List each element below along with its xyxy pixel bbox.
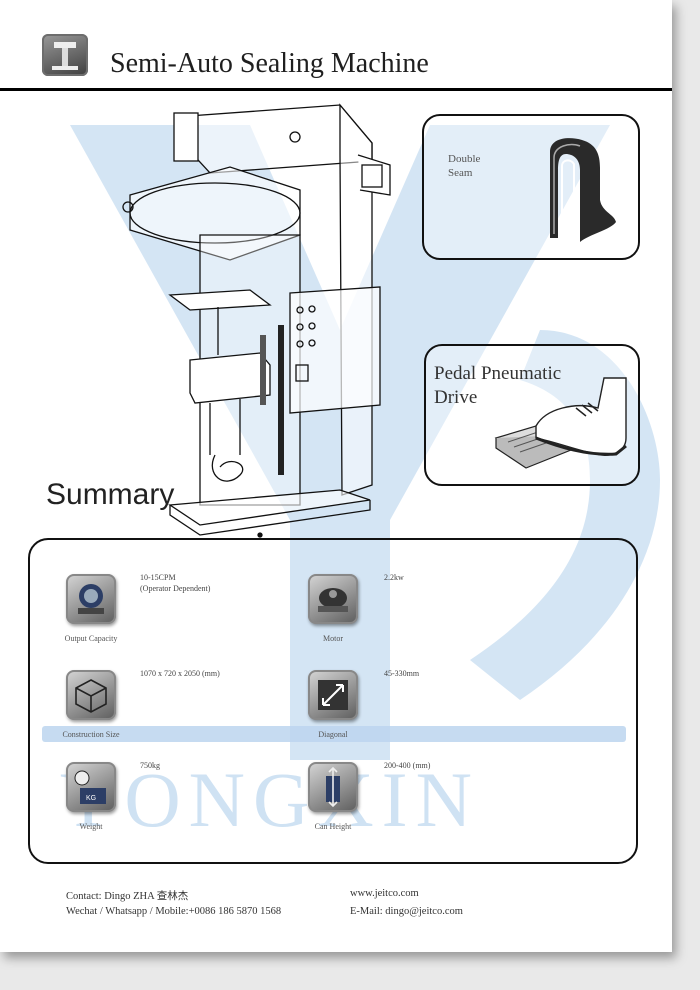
document-page: YONGXIN Semi-Auto Sealing Machine [0,0,672,952]
foot-pedal-icon [494,377,627,469]
double-seam-callout: Double Seam [422,114,640,260]
spec-value-can-height: 200-400 (mm) [384,761,431,770]
spec-value-line2: (Operator Dependent) [140,584,211,593]
watermark-text: YONGXIN [60,756,480,843]
double-seam-icon [550,138,616,242]
svg-text:KG: KG [86,795,96,802]
spec-caption-can-height: Can Height [314,822,352,831]
footer-contact: Contact: Dingo ZHA 查林杰 [66,891,189,902]
spec-value-diagonal: 45-330mm [384,669,420,678]
machine-logo-icon [42,34,88,76]
spec-value-line1: 10-15CPM [140,573,176,582]
spec-caption-output-capacity: Output Capacity [64,634,118,643]
scale-icon: KG [66,762,116,812]
diagonal-icon [308,670,358,720]
double-seam-label-line1: Double [448,153,481,165]
spec-value-output-capacity: 10-15CPM (Operator Dependent) [140,572,270,594]
spec-value-weight: 750kg [140,761,160,770]
spec-value-motor: 2.2kw [384,573,404,582]
spec-caption-construction-size: Construction Size [62,730,120,739]
spec-caption-motor: Motor [323,634,343,643]
pedal-pneumatic-callout: Pedal Pneumatic Drive [424,344,640,486]
gauge-icon [66,574,116,624]
double-seam-label-line2: Seam [448,167,473,179]
spec-caption-diagonal: Diagonal [318,730,348,739]
footer-website[interactable]: www.jeitco.com [350,888,419,899]
double-seam-label: Double Seam [448,152,508,180]
pedal-label-line2: Drive [434,387,478,408]
summary-panel: Output Capacity 10-15CPM (Operator Depen… [28,538,638,864]
spec-caption-weight: Weight [79,822,103,831]
pedal-pneumatic-label: Pedal Pneumatic Drive [434,362,604,410]
summary-heading: Summary [46,478,175,511]
page-title: Semi-Auto Sealing Machine [110,48,429,79]
spec-value-construction-size: 1070 x 720 x 2050 (mm) [140,669,220,678]
sealing-machine-illustration [122,103,391,538]
pedal-label-line1: Pedal Pneumatic [434,363,562,384]
cube-icon [66,670,116,720]
summary-highlight-band [42,726,626,742]
footer-email[interactable]: E-Mail: dingo@jeitco.com [350,906,463,917]
title-divider [0,88,672,91]
footer-phone: Wechat / Whatsapp / Mobile:+0086 186 587… [66,906,282,917]
motor-icon [308,574,358,624]
height-icon [308,762,358,812]
